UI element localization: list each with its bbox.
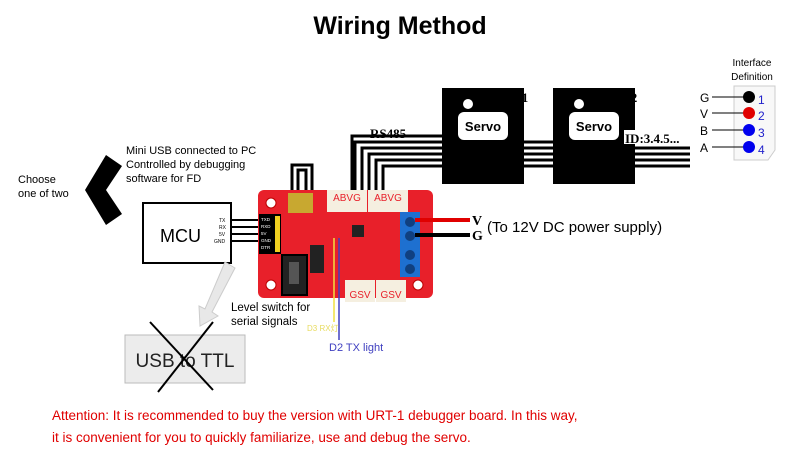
d2-label: D2 TX light [329,342,383,354]
power-supply-label: (To 12V DC power supply) [487,219,662,236]
more-ids-label: ID:3.4.5... [625,131,680,146]
svg-text:GND: GND [261,238,272,243]
svg-text:GND: GND [214,239,226,245]
svg-text:1: 1 [758,93,765,107]
usb-note: Mini USB connected to PC [126,145,256,157]
power-g-label: G [472,229,483,244]
svg-text:Definition: Definition [731,72,773,83]
svg-text:RXD: RXD [261,224,271,229]
svg-text:A: A [700,141,708,155]
svg-text:5V: 5V [261,231,267,236]
power-v-label: V [472,214,482,229]
servo-1: Servo [442,88,524,184]
page-title: Wiring Method [313,12,486,40]
svg-text:V: V [700,107,708,121]
usb-note: software for FD [126,173,201,185]
svg-text:TXD: TXD [261,217,271,222]
rs485-label: RS485 [370,126,407,141]
mcu-box: MCU TX RX 5V GND [142,202,260,264]
attention-note: it is convenient for you to quickly fami… [52,430,471,445]
svg-text:2: 2 [758,109,765,123]
choose-label: one of two [18,188,69,200]
svg-text:GSV: GSV [380,290,401,301]
servo-id: ID:2 [612,90,637,105]
svg-text:TX: TX [219,218,226,224]
svg-text:5V: 5V [219,232,226,238]
rs485-cable [290,134,690,195]
servo-label: Servo [465,119,501,134]
usb-note: Controlled by debugging [126,159,245,171]
arrow-icon [198,261,236,327]
servo-id: ID:1 [503,90,528,105]
choose-label: Choose [18,174,56,186]
attention-note: Attention: It is recommended to buy the … [52,408,578,423]
svg-text:RX: RX [219,225,227,231]
servo-label: Servo [576,119,612,134]
svg-text:ABVG: ABVG [374,193,402,204]
d3-label: D3 RX灯 [307,323,339,333]
usb-ttl-box: USB to TTL [124,321,246,393]
svg-text:ABVG: ABVG [333,193,361,204]
level-switch-label: Level switch for [231,302,310,314]
svg-text:B: B [700,124,708,138]
svg-text:USB to TTL: USB to TTL [136,351,235,372]
svg-text:3: 3 [758,126,765,140]
chevron-arrow-icon [85,155,122,225]
svg-text:4: 4 [758,143,765,157]
svg-text:MCU: MCU [160,226,201,246]
cross-icon [149,321,214,391]
svg-text:GSV: GSV [349,290,370,301]
debugger-board: TXD RXD 5V GND DTR ABVG ABVG GSV GSV [258,190,433,302]
svg-text:DTR: DTR [261,245,271,250]
level-switch-label: serial signals [231,316,298,328]
svg-text:G: G [700,91,709,105]
servo-2: Servo [553,88,635,184]
svg-text:Interface: Interface [733,58,772,69]
